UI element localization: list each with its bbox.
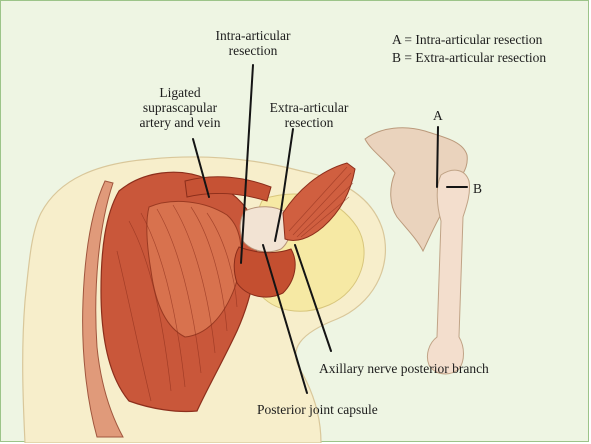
inset-marker-b: B [473, 181, 489, 196]
joint-capsule-muscle [234, 247, 295, 297]
label-extra-articular-resection: Extra-articular resection [249, 100, 369, 130]
label-axillary-nerve-posterior-branch: Axillary nerve posterior branch [319, 361, 549, 376]
label-ligated-suprascapular-vessels: Ligated suprascapular artery and vein [125, 85, 235, 130]
legend-b: B = Extra-articular resection [392, 50, 588, 65]
inset-cut-a [437, 127, 438, 187]
inset-marker-a: A [433, 108, 449, 123]
label-intra-articular-resection: Intra-articular resection [189, 28, 317, 58]
legend-a: A = Intra-articular resection [392, 32, 588, 47]
label-posterior-joint-capsule: Posterior joint capsule [257, 402, 457, 417]
